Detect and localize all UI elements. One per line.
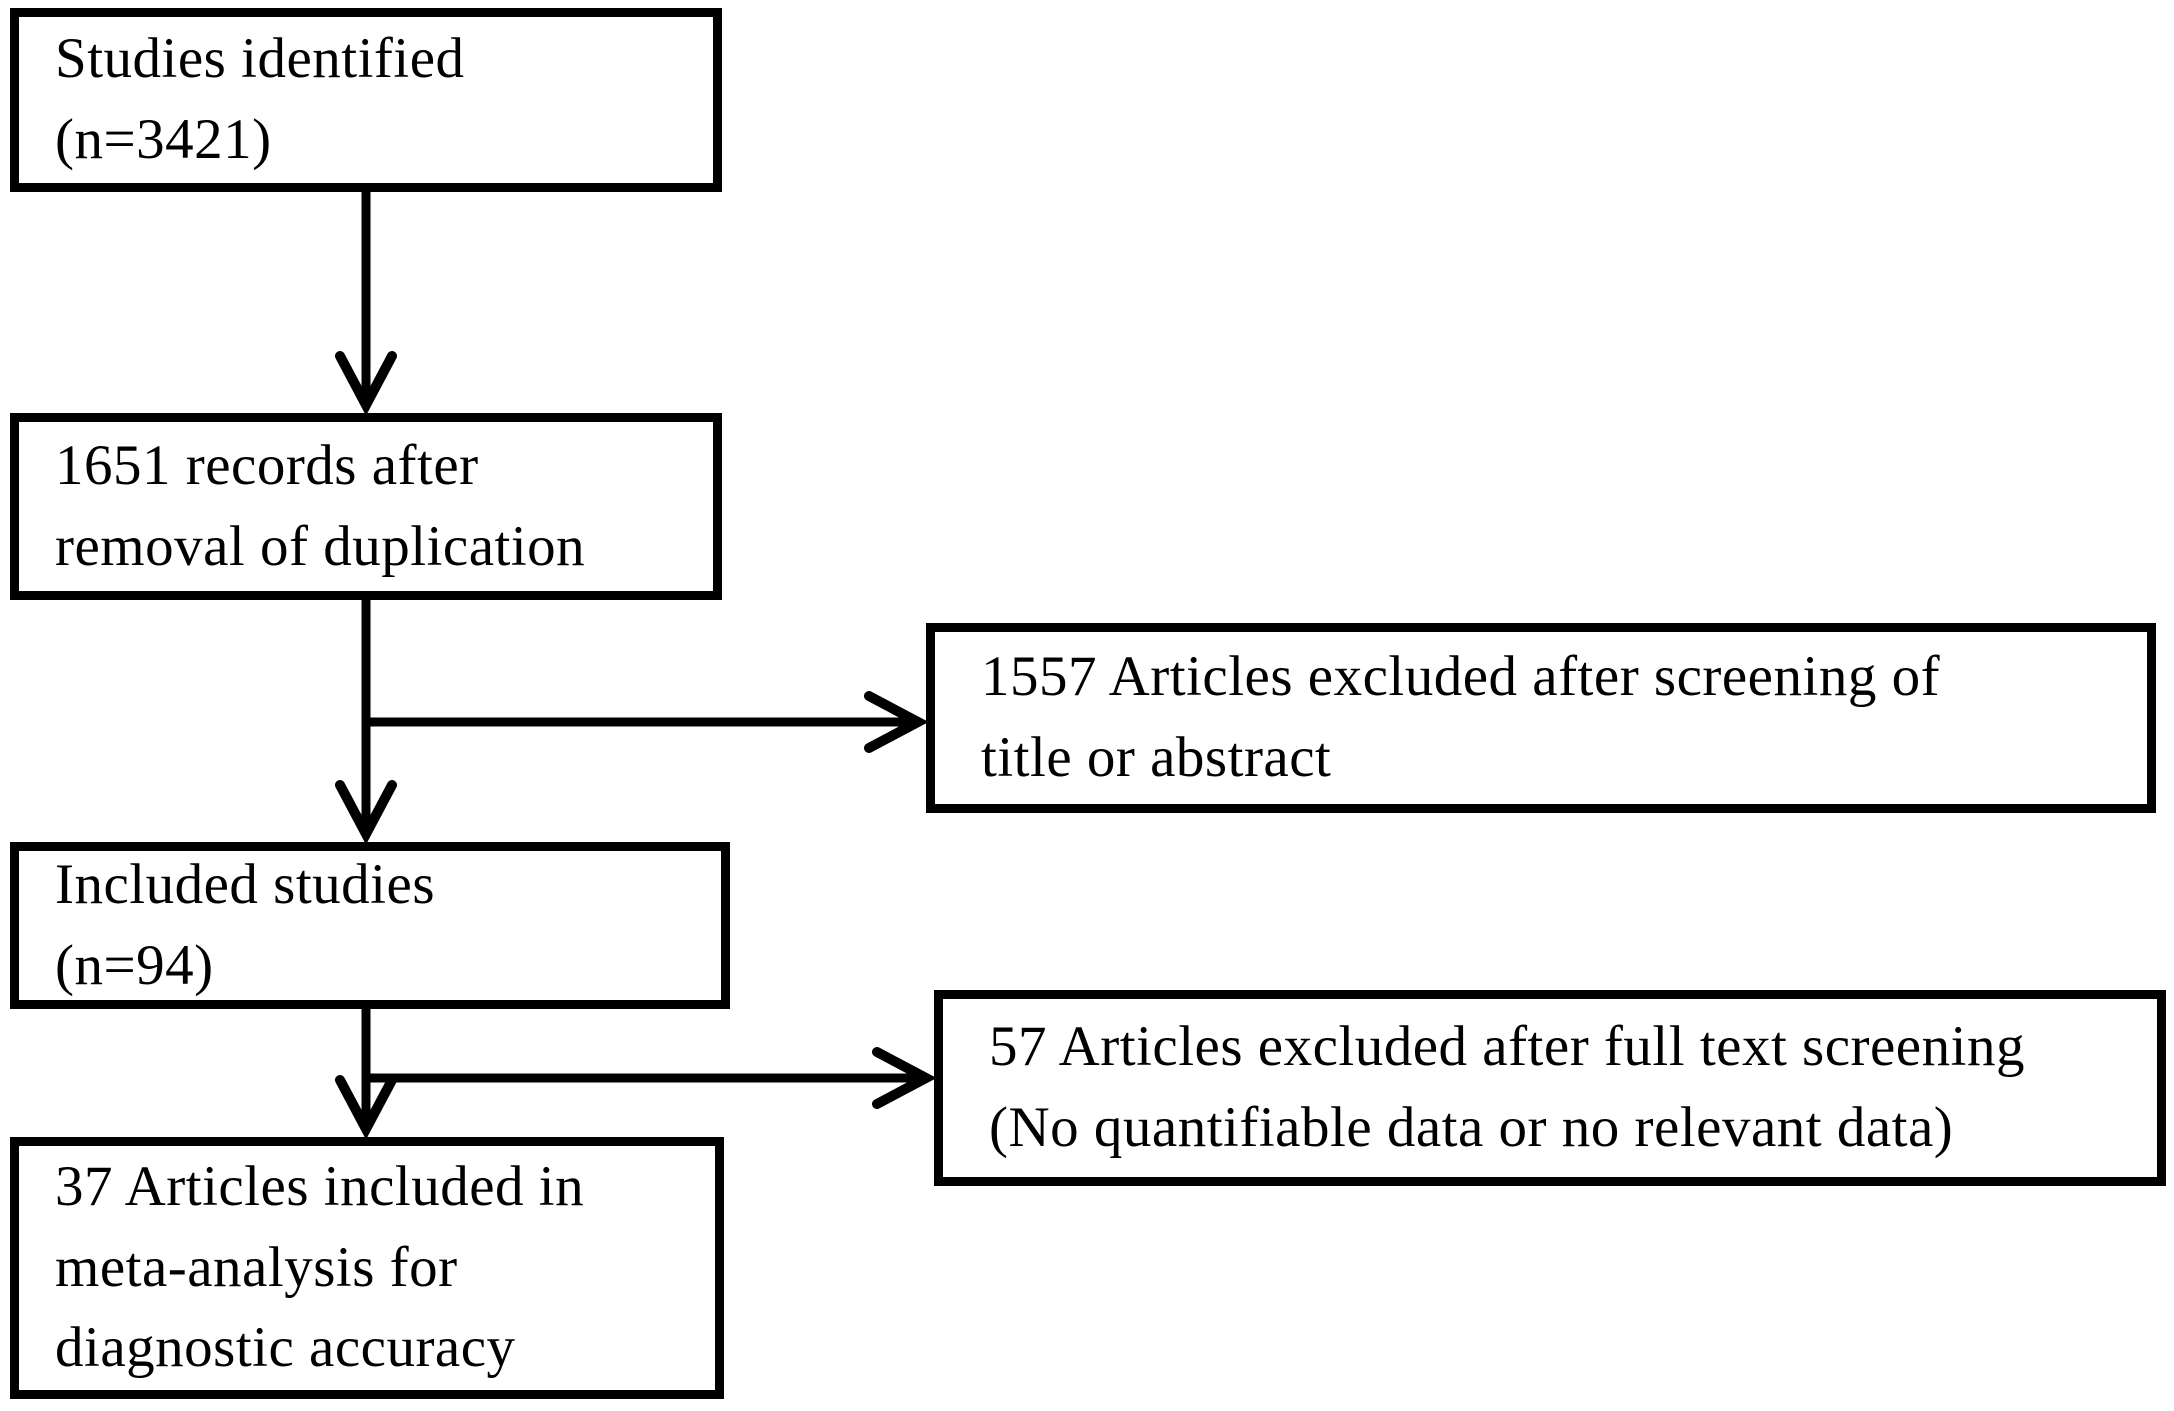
node-label: Included studies (n=94) <box>55 852 436 997</box>
node-label: 37 Articles included in meta-analysis fo… <box>55 1154 585 1380</box>
node-label: 1651 records after removal of duplicatio… <box>55 433 586 578</box>
node-excluded-title-abstract: 1557 Articles excluded after screening o… <box>926 623 2156 813</box>
node-label: Studies identified (n=3421) <box>55 27 465 171</box>
node-excluded-fulltext: 57 Articles excluded after full text scr… <box>934 990 2166 1186</box>
node-label: 1557 Articles excluded after screening o… <box>981 645 1941 789</box>
node-meta-analysis-included: 37 Articles included in meta-analysis fo… <box>10 1137 724 1399</box>
node-studies-identified: Studies identified (n=3421) <box>10 8 722 192</box>
node-included-studies: Included studies (n=94) <box>10 842 730 1009</box>
node-label: 57 Articles excluded after full text scr… <box>989 1015 2025 1159</box>
node-records-after-dedup: 1651 records after removal of duplicatio… <box>10 413 722 600</box>
